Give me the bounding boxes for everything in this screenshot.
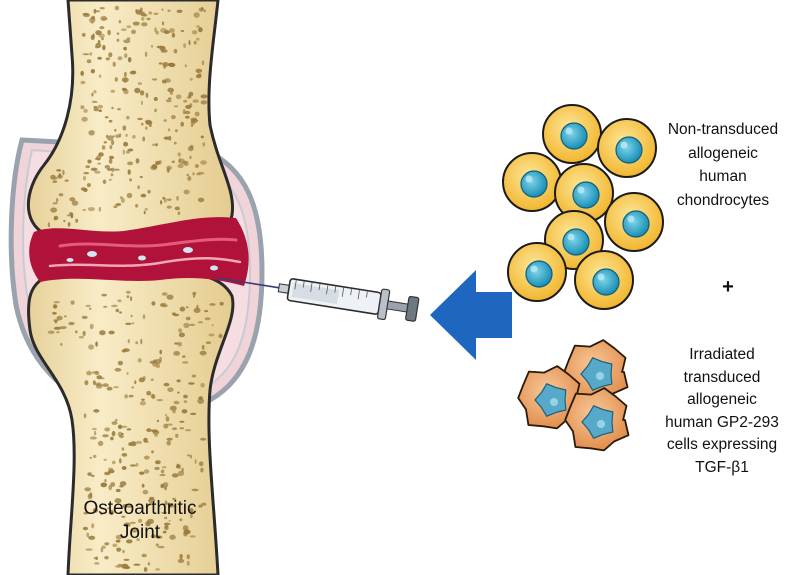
chondrocytes-caption-line-3: human <box>648 165 798 189</box>
upper-bone <box>28 0 232 242</box>
gp2-293-cell-cluster <box>518 340 628 450</box>
gp2-caption-line-5: cells expressing <box>642 434 802 457</box>
chondrocytes-caption: Non-transduced allogeneic human chondroc… <box>648 118 798 212</box>
joint-caption-line-2: Joint <box>45 521 235 545</box>
gp2-caption-line-1: Irradiated <box>642 344 802 367</box>
chondrocyte-cell-icon <box>503 153 561 211</box>
chondrocyte-cell-icon <box>575 251 633 309</box>
chondrocyte-cluster <box>503 105 663 309</box>
chondrocytes-caption-line-2: allogeneic <box>648 142 798 166</box>
plus-sign: + <box>713 276 743 299</box>
chondrocyte-cell-icon <box>543 105 601 163</box>
chondrocytes-caption-line-4: chondrocytes <box>648 189 798 213</box>
gp2-caption-line-4: human GP2-293 <box>642 412 802 435</box>
chondrocytes-caption-line-1: Non-transduced <box>648 118 798 142</box>
joint-caption-line-1: Osteoarthritic <box>45 497 235 521</box>
osteoarthritic-joint-illustration <box>11 0 262 575</box>
gp2-caption-line-3: allogeneic <box>642 389 802 412</box>
gp2-cells-caption: Irradiated transduced allogeneic human G… <box>642 344 802 479</box>
gp2-293-cell-icon <box>565 388 628 450</box>
chondrocyte-cell-icon <box>508 243 566 301</box>
gp2-caption-line-2: transduced <box>642 367 802 390</box>
gp2-caption-line-6: TGF-β1 <box>642 457 802 480</box>
arrow-left-icon <box>430 270 512 360</box>
joint-caption: Osteoarthritic Joint <box>45 497 235 545</box>
